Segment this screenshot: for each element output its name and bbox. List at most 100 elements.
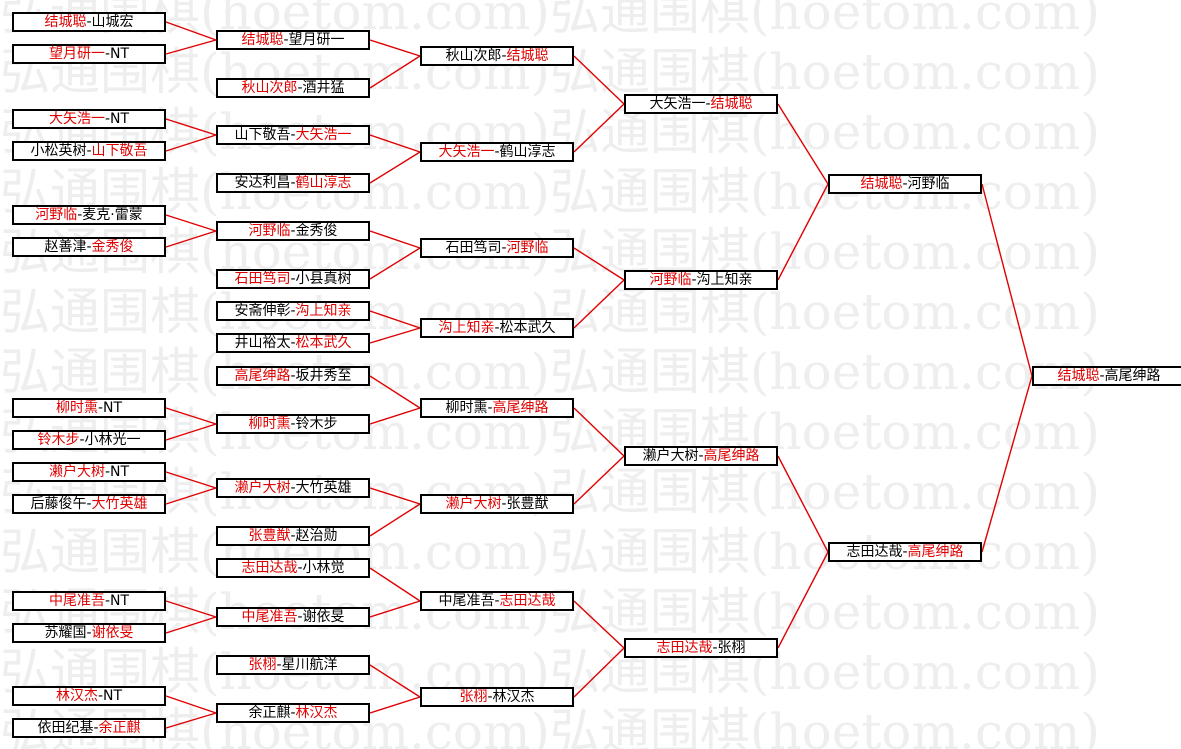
connector-r4-3-r5-2 [777,455,829,553]
match-box-r1-10: 后藤俊午-大竹英雄 [12,494,166,514]
player-name: 沟上知亲 [696,272,753,288]
player-name: 余正麒 [98,720,141,736]
connector-r1-9-r2-11 [165,471,217,489]
player-name: 高尾绅路 [703,448,760,464]
player-name: 石田笃司 [445,240,502,256]
player-name: 铃木步 [37,432,80,448]
match-box-r1-9: 濑户大树-NT [12,462,166,482]
player-name: 濑户大树 [48,464,105,480]
player-name: 山下敬吾 [234,127,291,143]
player-name: 结城聪 [860,176,903,192]
separator: - [77,207,83,223]
separator: - [501,496,507,512]
player-name: 柳时熏 [55,400,98,416]
connector-r2-11-r3-6 [369,487,421,505]
connector-r2-1-r3-1 [369,39,421,57]
player-name: 谢依旻 [302,609,345,625]
player-name: 小林觉 [302,560,345,576]
player-name: 山下敬吾 [91,143,148,159]
connector-r3-5-r4-3 [573,407,625,457]
player-name: 安斋伸彰 [234,303,291,319]
connector-r3-2-r4-1 [573,103,625,153]
connector-r3-4-r4-2 [573,279,625,329]
player-name: 秋山次郎 [241,80,298,96]
connector-r2-5-r3-3 [369,230,421,249]
player-name: 望月研一 [48,46,105,62]
player-name: 松本武久 [295,335,352,351]
separator: - [698,448,704,464]
match-box-final: 结城聪-高尾绅路 [1032,366,1181,386]
player-name: 林汉杰 [55,688,98,704]
match-box-r2-16: 余正麒-林汉杰 [216,703,370,723]
connector-r1-1-r2-1 [165,21,217,41]
separator: - [290,416,296,432]
match-box-r2-9: 高尾绅路-坂井秀至 [216,366,370,386]
separator: - [276,657,282,673]
separator: - [691,272,697,288]
separator: - [86,496,92,512]
player-name: 河野临 [35,207,78,223]
separator: - [93,720,99,736]
separator: - [501,240,507,256]
separator: - [290,705,296,721]
connector-r4-1-r5-1 [777,103,829,185]
player-name: NT [103,400,123,416]
separator: - [86,14,92,30]
player-name: 中尾准吾 [48,593,105,609]
player-name: 大矢浩一 [438,144,495,160]
separator: - [283,32,289,48]
player-name: 小县真树 [295,271,352,287]
player-name: 志田达哉 [846,544,903,560]
player-name: 安达利昌 [234,175,291,191]
connector-r2-12-r3-6 [369,503,421,537]
player-name: 志田达哉 [656,640,713,656]
player-name: NT [103,688,123,704]
player-name: 志田达哉 [499,593,556,609]
connector-r1-2-r2-1 [165,39,217,55]
player-name: 张豊猷 [506,496,549,512]
connector-r3-1-r4-1 [573,55,625,105]
match-box-r4-1: 大矢浩一-结城聪 [624,94,778,114]
player-name: 志田达哉 [241,560,298,576]
separator: - [494,593,500,609]
player-name: 小林光一 [84,432,141,448]
player-name: NT [110,46,130,62]
match-box-r4-3: 濑户大树-高尾绅路 [624,446,778,466]
player-name: 河野临 [506,240,549,256]
player-name: 山城宏 [91,14,134,30]
match-box-r4-4: 志田达哉-张栩 [624,638,778,658]
separator: - [290,480,296,496]
player-name: 高尾绅路 [234,368,291,384]
separator: - [104,46,111,62]
connector-r1-10-r2-11 [165,487,217,505]
player-name: NT [110,593,130,609]
match-box-r3-2: 大矢浩一-鹤山淳志 [420,142,574,162]
match-box-r1-13: 林汉杰-NT [12,686,166,706]
player-name: 张栩 [459,689,488,705]
player-name: 张栩 [248,657,277,673]
separator: - [290,368,296,384]
connector-r2-7-r3-4 [369,310,421,329]
connector-r1-6-r2-5 [165,230,217,248]
match-box-r1-4: 小松英树-山下敬吾 [12,141,166,161]
connector-r3-6-r4-3 [573,455,625,505]
player-name: 中尾准吾 [438,593,495,609]
match-box-r2-1: 结城聪-望月研一 [216,30,370,50]
match-box-r2-10: 柳时熏-铃木步 [216,414,370,434]
player-name: 大竹英雄 [91,496,148,512]
player-name: 秋山次郎 [445,48,502,64]
match-box-r1-7: 柳时熏-NT [12,398,166,418]
player-name: 张栩 [717,640,746,656]
connector-r2-2-r3-1 [369,55,421,89]
match-box-r2-15: 张栩-星川航洋 [216,655,370,675]
separator: - [104,464,111,480]
player-name: 鹤山淳志 [499,144,556,160]
connector-r2-6-r3-3 [369,247,421,280]
separator: - [86,239,92,255]
match-box-r4-2: 河野临-沟上知亲 [624,270,778,290]
connector-r1-12-r2-14 [165,616,217,634]
player-name: 结城聪 [1057,368,1100,384]
separator: - [290,127,296,143]
